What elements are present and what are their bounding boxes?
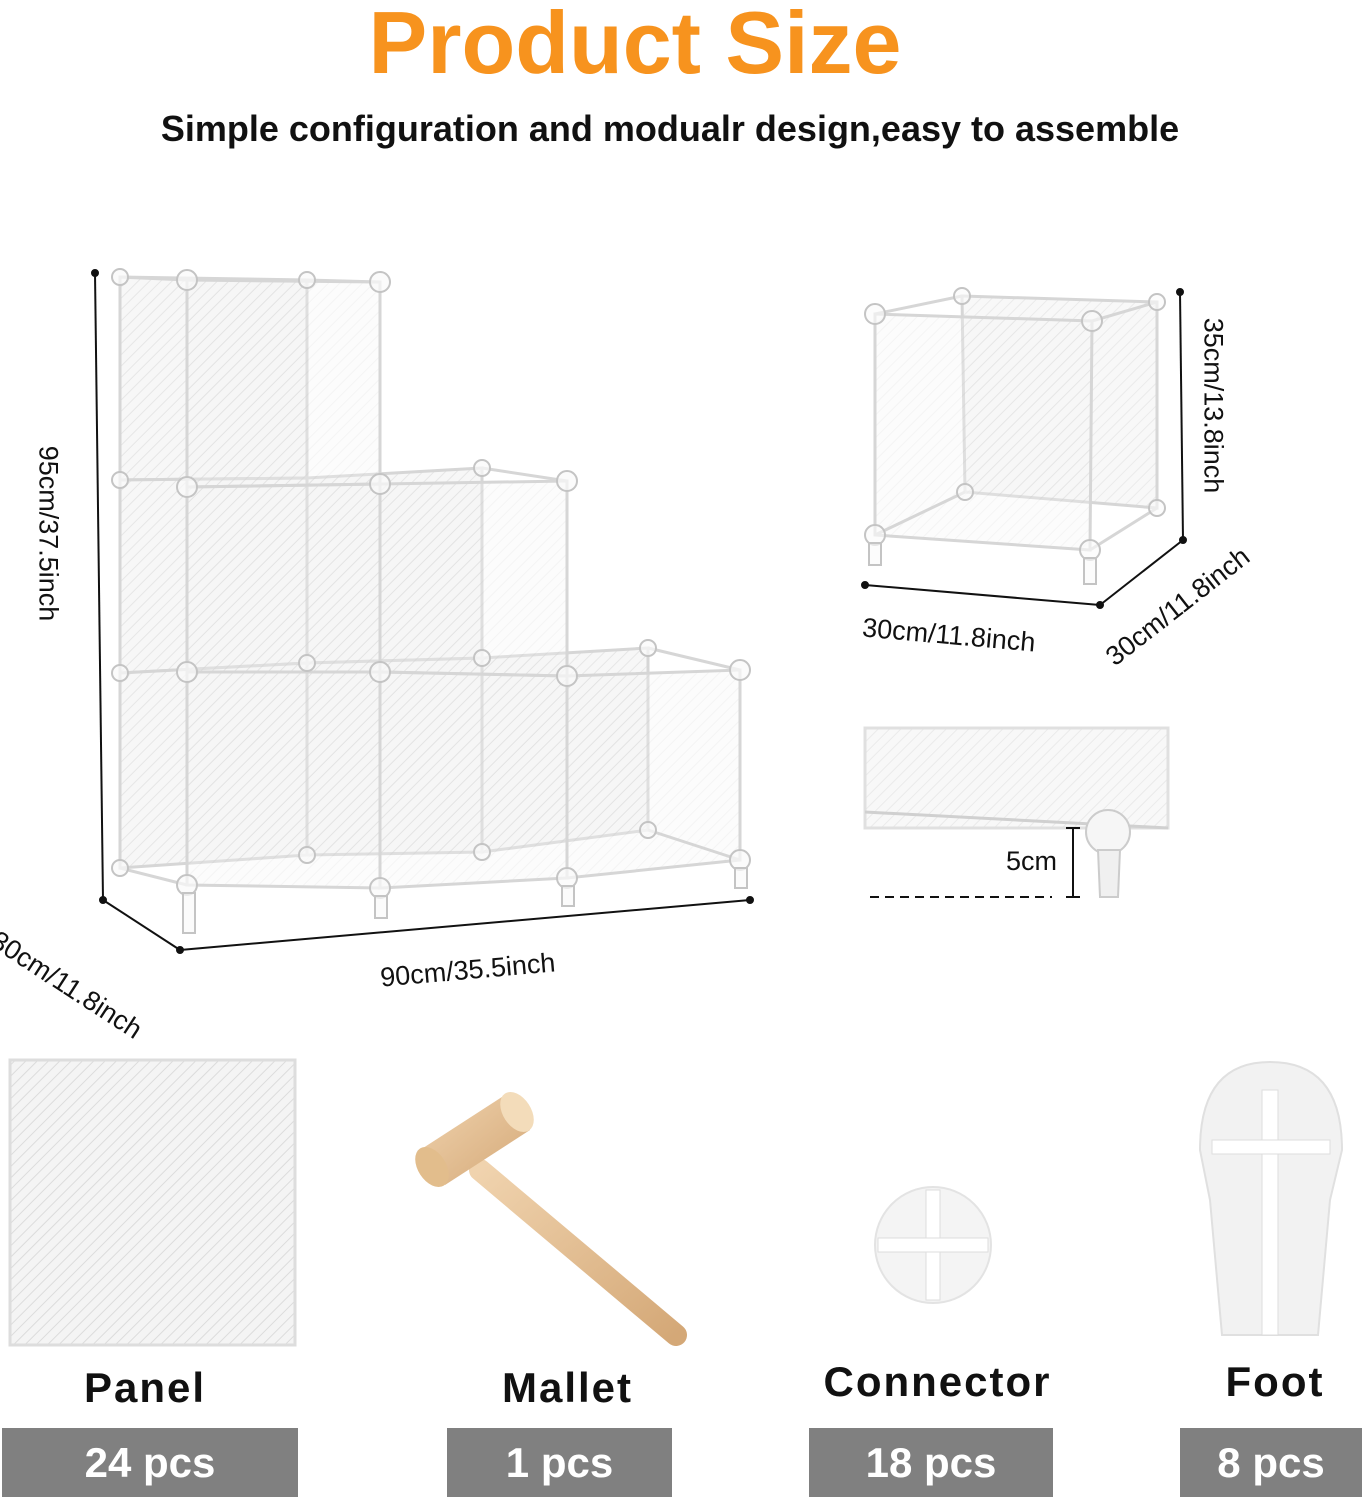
- part-name-panel: Panel: [83, 1364, 207, 1411]
- foot-height-label: 5cm: [1006, 846, 1058, 876]
- cube-dimension-lines: [861, 288, 1187, 609]
- shelf-height-label: 95cm/37.5inch: [33, 445, 64, 622]
- foot-illustration: [1198, 1060, 1344, 1336]
- cube-height-label: 35cm/13.8inch: [1198, 317, 1229, 494]
- cube-shelf-illustration: [111, 268, 751, 934]
- qty-badge-mallet: 1 pcs: [447, 1428, 672, 1497]
- shelf-dimension-lines: [91, 269, 754, 954]
- mallet-illustration: [415, 1092, 687, 1346]
- page-subtitle: Simple configuration and modualr design,…: [160, 108, 1180, 149]
- page-title: Product Size: [368, 0, 902, 92]
- part-name-foot: Foot: [1225, 1358, 1325, 1405]
- qty-badge-foot: 8 pcs: [1180, 1428, 1362, 1497]
- connector-illustration: [874, 1186, 992, 1304]
- panel-illustration: [8, 1058, 297, 1347]
- qty-badge-panel: 24 pcs: [2, 1428, 298, 1497]
- qty-badge-connector: 18 pcs: [809, 1428, 1053, 1497]
- part-name-connector: Connector: [823, 1358, 1052, 1405]
- foot-detail-illustration: [863, 726, 1170, 898]
- single-cube-illustration: [864, 287, 1166, 585]
- part-name-mallet: Mallet: [501, 1364, 634, 1411]
